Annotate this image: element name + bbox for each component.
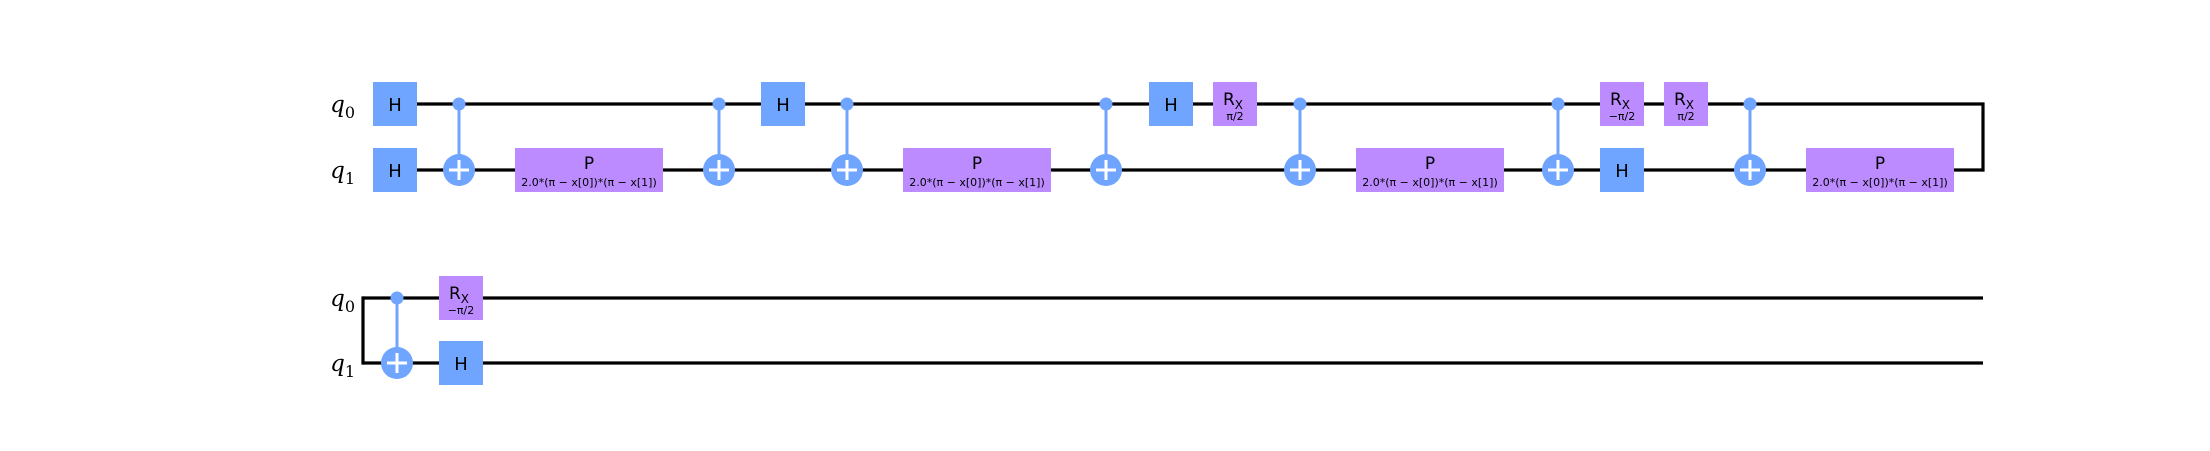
control-dot (1743, 97, 1757, 111)
cnot-gate (443, 97, 475, 186)
qubit-label-q0: q0 (330, 286, 355, 316)
hadamard-gate: H (1149, 82, 1193, 126)
hadamard-gate: H (439, 341, 483, 385)
phase-param: 2.0*(π − x[0])*(π − x[1]) (1812, 176, 1948, 189)
rx-gate: RXπ/2 (1664, 82, 1708, 126)
hadamard-label: H (1615, 161, 1629, 182)
rx-gate: RX−π/2 (1600, 82, 1644, 126)
hadamard-label: H (454, 354, 468, 375)
phase-gate: P 2.0*(π − x[0])*(π − x[1]) (1806, 148, 1954, 192)
hadamard-gate: H (373, 148, 417, 192)
cnot-gate (1542, 97, 1574, 186)
rx-param: −π/2 (1609, 110, 1636, 123)
qubit-label-q0: q0 (330, 92, 355, 122)
rx-gate: RXπ/2 (1213, 82, 1257, 126)
phase-box (903, 148, 1051, 192)
hadamard-label: H (1164, 95, 1178, 116)
phase-param: 2.0*(π − x[0])*(π − x[1]) (909, 176, 1045, 189)
control-dot (712, 97, 726, 111)
phase-box (515, 148, 663, 192)
hadamard-label: H (388, 161, 402, 182)
circuit-row-2: q0 q1 RX−π/2H (330, 276, 1983, 385)
hadamard-box (1600, 148, 1644, 192)
cnot-gate (831, 97, 863, 186)
phase-label: P (1875, 154, 1885, 174)
hadamard-box (373, 148, 417, 192)
cnot-gate (1090, 97, 1122, 186)
hadamard-gate: H (1600, 148, 1644, 192)
control-dot (1099, 97, 1113, 111)
phase-box (1806, 148, 1954, 192)
phase-label: P (972, 154, 982, 174)
hadamard-box (761, 82, 805, 126)
rx-box (1213, 82, 1257, 126)
hadamard-label: H (388, 95, 402, 116)
rx-label: RX (1610, 90, 1630, 112)
phase-gate: P 2.0*(π − x[0])*(π − x[1]) (515, 148, 663, 192)
qubit-label-q1: q1 (330, 351, 355, 381)
circuit-row-1: q0 q1 H H P 2.0*(π − x[0])*(π − x[1]) H P 2.0*(π… (330, 82, 1985, 192)
rx-box (1600, 82, 1644, 126)
rx-label: RX (449, 284, 469, 306)
control-dot (390, 291, 404, 305)
control-dot (452, 97, 466, 111)
hadamard-box (1149, 82, 1193, 126)
control-dot (840, 97, 854, 111)
phase-label: P (1425, 154, 1435, 174)
phase-gate: P 2.0*(π − x[0])*(π − x[1]) (1356, 148, 1504, 192)
control-dot (1293, 97, 1307, 111)
hadamard-gate: H (761, 82, 805, 126)
phase-gate: P 2.0*(π − x[0])*(π − x[1]) (903, 148, 1051, 192)
rx-param: π/2 (1226, 110, 1243, 123)
rx-param: −π/2 (448, 304, 475, 317)
hadamard-gate: H (373, 82, 417, 126)
hadamard-box (373, 82, 417, 126)
cnot-gate (1284, 97, 1316, 186)
phase-label: P (584, 154, 594, 174)
hadamard-box (439, 341, 483, 385)
rx-box (1664, 82, 1708, 126)
hadamard-label: H (776, 95, 790, 116)
rx-gate: RX−π/2 (439, 276, 483, 320)
cnot-gate (381, 291, 413, 379)
rx-param: π/2 (1677, 110, 1694, 123)
cnot-gate (703, 97, 735, 186)
phase-param: 2.0*(π − x[0])*(π − x[1]) (521, 176, 657, 189)
cnot-gate (1734, 97, 1766, 186)
phase-box (1356, 148, 1504, 192)
rx-label: RX (1674, 90, 1694, 112)
rx-box (439, 276, 483, 320)
phase-param: 2.0*(π − x[0])*(π − x[1]) (1362, 176, 1498, 189)
rx-label: RX (1223, 90, 1243, 112)
control-dot (1551, 97, 1565, 111)
qubit-label-q1: q1 (330, 158, 355, 188)
